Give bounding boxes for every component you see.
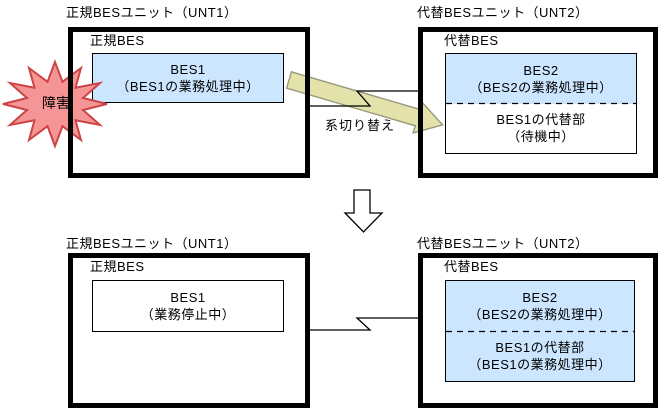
after-primary-unit-title: 正規BESユニット（UNT1） xyxy=(66,236,238,251)
failure-label: 障害 xyxy=(42,95,70,111)
before-alternate-unit-title: 代替BESユニット（UNT2） xyxy=(417,5,589,20)
after-alternate-unit-box xyxy=(418,253,658,408)
before-standby-name: BES1の代替部 xyxy=(496,112,586,128)
after-alternate-unit-title: 代替BESユニット（UNT2） xyxy=(417,236,589,251)
after-bes1-cell: BES1 （業務停止中） xyxy=(93,281,283,331)
after-alternate-process-box: BES2 （BES2の業務処理中） BES1の代替部 （BES1の業務処理中） xyxy=(445,280,635,382)
after-standby-status: （BES1の業務処理中） xyxy=(468,357,612,372)
before-standby-cell: BES1の代替部 （待機中） xyxy=(446,103,636,153)
before-connection-zigzag-icon xyxy=(310,90,418,107)
before-bes2-name: BES2 xyxy=(523,62,559,78)
before-alternate-process-box: BES2 （BES2の業務処理中） BES1の代替部 （待機中） xyxy=(445,53,637,154)
after-primary-bes-label: 正規BES xyxy=(90,259,145,274)
after-bes1-status: （業務停止中） xyxy=(140,307,236,322)
before-bes1-process-box: BES1 （BES1の業務処理中） xyxy=(92,53,284,103)
before-primary-unit-title: 正規BESユニット（UNT1） xyxy=(66,5,238,20)
before-bes1-cell: BES1 （BES1の業務処理中） xyxy=(93,54,283,102)
flow-down-arrow-icon xyxy=(343,189,384,233)
before-bes2-status: （BES2の業務処理中） xyxy=(469,79,613,95)
after-standby-name: BES1の代替部 xyxy=(495,340,585,355)
before-bes2-cell: BES2 （BES2の業務処理中） xyxy=(446,54,636,104)
after-bes1-process-box: BES1 （業務停止中） xyxy=(92,280,284,332)
switchover-label: 系切り替え xyxy=(325,118,396,133)
before-bes1-status: （BES1の業務処理中） xyxy=(116,79,260,94)
after-alternate-bes-label: 代替BES xyxy=(444,259,499,274)
after-bes2-status: （BES2の業務処理中） xyxy=(468,307,612,322)
after-primary-unit-box xyxy=(68,253,310,408)
after-bes2-name: BES2 xyxy=(522,290,558,305)
after-bes1-name: BES1 xyxy=(170,290,206,305)
before-alternate-bes-label: 代替BES xyxy=(444,33,499,48)
after-connection-zigzag-icon xyxy=(310,317,418,331)
before-primary-bes-label: 正規BES xyxy=(90,33,145,48)
before-bes1-name: BES1 xyxy=(170,62,206,77)
after-bes2-cell: BES2 （BES2の業務処理中） xyxy=(446,281,634,331)
before-standby-status: （待機中） xyxy=(507,129,575,145)
after-standby-cell: BES1の代替部 （BES1の業務処理中） xyxy=(446,331,634,381)
